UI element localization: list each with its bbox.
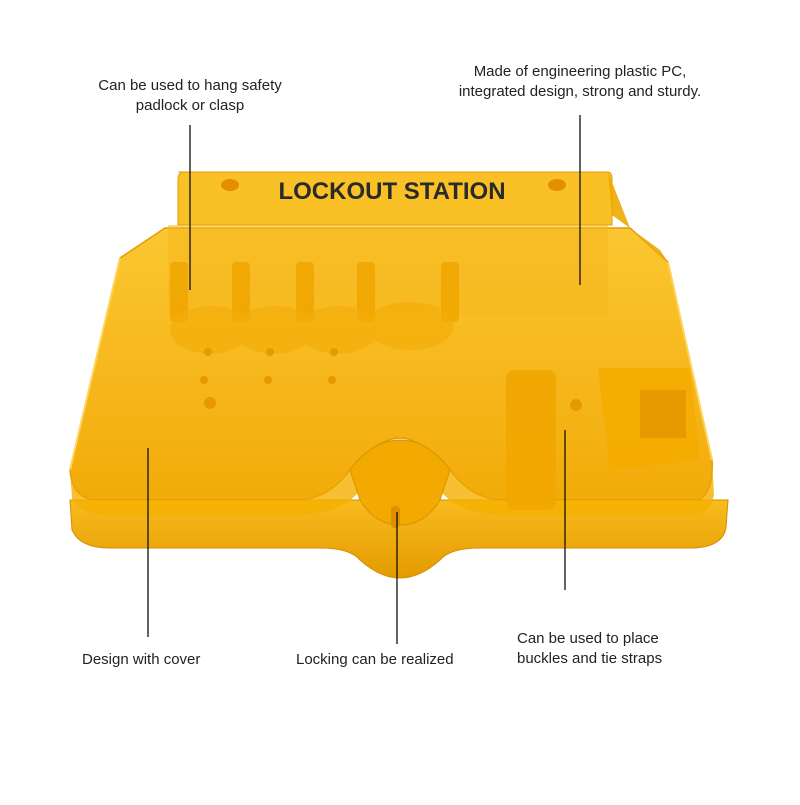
header-side-right — [608, 172, 668, 262]
callout-line: padlock or clasp — [135, 97, 245, 114]
mount-hole-right — [548, 179, 566, 191]
cover-edge-right — [667, 261, 713, 461]
callout-leaders — [147, 115, 581, 644]
callout-material: Made of engineering plastic PC, integrat… — [420, 62, 740, 102]
peg-holes — [200, 348, 582, 411]
callout-line: Made of engineering plastic PC, — [473, 63, 687, 80]
strap-slot — [640, 390, 686, 438]
cover-edge-left — [69, 257, 121, 471]
callout-cover: Design with cover — [82, 650, 200, 670]
cover-front-face — [70, 470, 372, 515]
base-tray — [69, 499, 729, 579]
callout-line: buckles and tie straps — [517, 650, 663, 667]
callout-line: Can be used to place — [517, 630, 659, 647]
callout-buckles: Can be used to place buckles and tie str… — [517, 629, 662, 669]
mount-hole-left — [221, 179, 239, 191]
callout-hang-padlock: Can be used to hang safety padlock or cl… — [60, 76, 320, 116]
lock-notch — [349, 439, 451, 526]
station-label: LOCKOUT STATION — [278, 178, 505, 205]
callout-line: integrated design, strong and sturdy. — [458, 83, 702, 100]
callout-line: Locking can be realized — [296, 651, 454, 668]
lock-hole — [391, 506, 400, 528]
buckle-compartment — [506, 370, 556, 510]
callout-locking: Locking can be realized — [296, 650, 454, 670]
hook-bumps — [170, 302, 454, 354]
padlock-hooks — [170, 262, 459, 322]
cover-front-face-right — [428, 460, 714, 515]
callout-line: Design with cover — [82, 651, 201, 668]
callout-line: Can be used to hang safety — [98, 77, 282, 94]
